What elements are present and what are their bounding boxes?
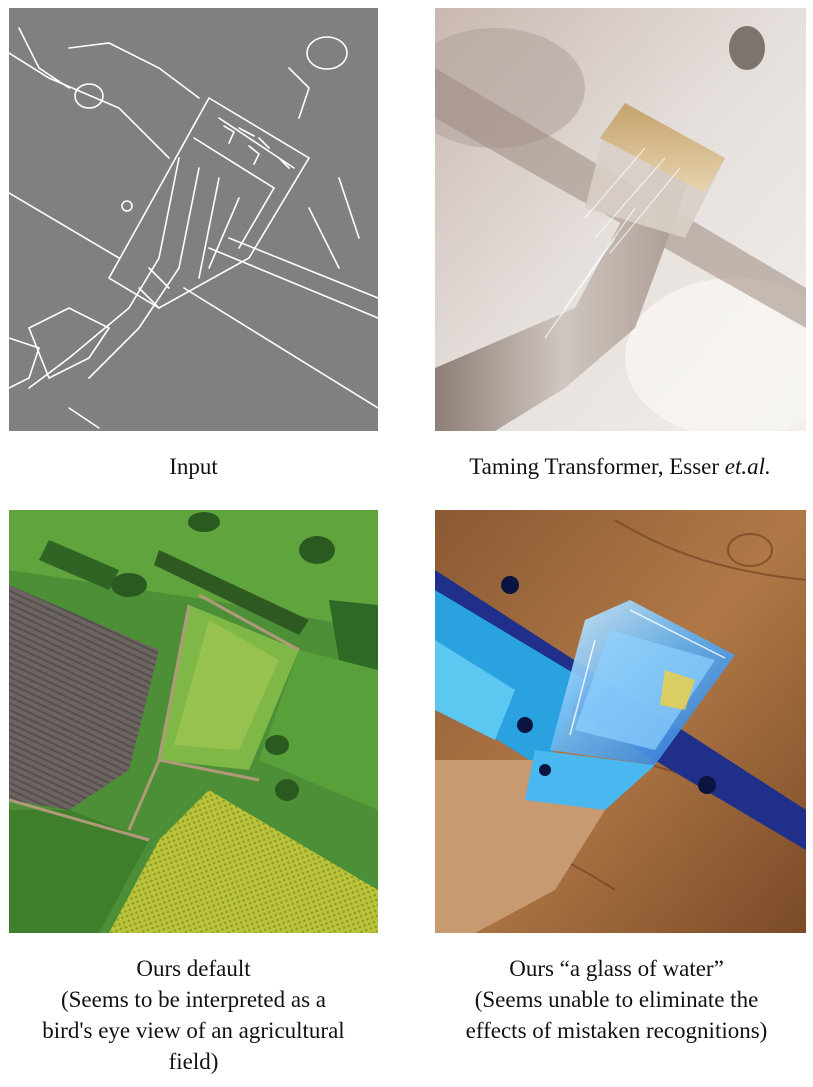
caption-taming-transformer: Taming Transformer, Esser et.al. — [420, 451, 813, 482]
caption-taming-main: Taming Transformer, Esser — [469, 454, 725, 479]
ours-default-output-image — [9, 510, 378, 933]
caption-taming-italic: et.al. — [724, 454, 771, 479]
input-edge-map-image — [9, 8, 378, 431]
caption-input: Input — [9, 451, 378, 482]
caption-ours-glass-line: Ours “a glass of water” — [509, 956, 724, 981]
caption-ours-glass-line: (Seems unable to eliminate the — [474, 987, 759, 1012]
caption-input-line: Input — [169, 454, 218, 479]
ours-glass-of-water-output-image — [435, 510, 806, 933]
taming-transformer-output-image — [435, 8, 806, 431]
caption-ours-default-line: field) — [168, 1049, 219, 1074]
caption-ours-default: Ours default (Seems to be interpreted as… — [0, 953, 387, 1077]
caption-ours-default-line: Ours default — [136, 956, 251, 981]
caption-ours-glass-line: effects of mistaken recognitions) — [465, 1018, 768, 1043]
caption-ours-glass: Ours “a glass of water” (Seems unable to… — [420, 953, 813, 1046]
caption-ours-default-line: bird's eye view of an agricultural — [42, 1018, 345, 1043]
caption-ours-default-line: (Seems to be interpreted as a — [60, 987, 327, 1012]
